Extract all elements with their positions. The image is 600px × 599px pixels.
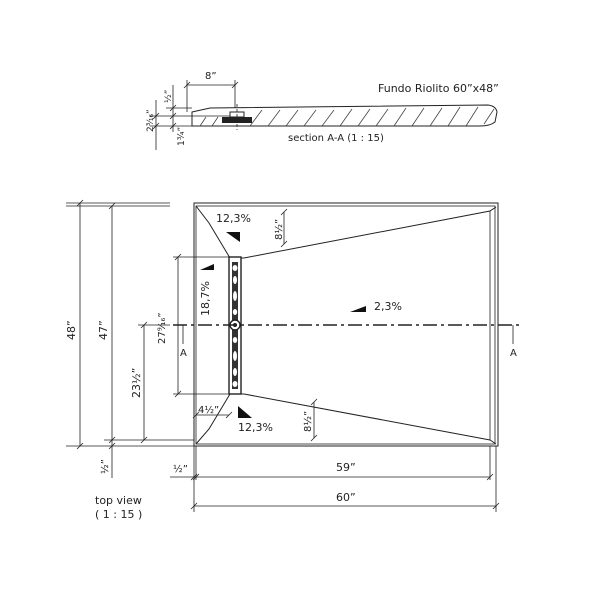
slope-arrow-top (226, 232, 240, 242)
view-label-line1: top view (95, 494, 142, 507)
bottom-wedge (195, 393, 497, 445)
dim-drain-offset: 4½” (198, 404, 219, 416)
dim-height-partial: 23½” (130, 368, 143, 398)
top-view: A A 12,3% 12,3% 2,3% 18,7% 8½” 8½” 4½” (65, 199, 520, 521)
section-dim-left-lower: 1¾” (177, 127, 187, 146)
drain-section-icon (222, 104, 252, 130)
dim-bottom-margin: ½” (99, 459, 111, 474)
slope-side-label: 18,7% (199, 281, 212, 316)
drawing-title: Fundo Riolito 60”x48” (378, 82, 499, 95)
slope-arrow-bottom (238, 406, 252, 418)
section-mark-right: A (510, 348, 517, 359)
dim-width-inner: 59” (336, 461, 356, 474)
dim-left-margin: ½” (173, 463, 188, 475)
dim-width-total: 60” (336, 491, 356, 504)
slope-arrow-side (200, 264, 214, 270)
section-dim-left-mid: 2³⁄₁₆” (146, 109, 156, 132)
section-mark-left: A (180, 348, 187, 359)
dim-drain-length: 27⁹⁄₁₆” (157, 312, 168, 344)
section-dim-top: 8” (205, 71, 217, 82)
dim-height-total: 48” (65, 320, 78, 340)
section-view: 8” (146, 71, 498, 150)
dim-height-inner: 47” (97, 320, 110, 340)
slope-top-label: 12,3% (216, 212, 251, 225)
slope-main-label: 2,3% (374, 300, 402, 313)
dim-bottom-wedge: 8½” (302, 411, 314, 432)
view-label-line2: ( 1 : 15 ) (95, 508, 142, 521)
slope-bottom-label: 12,3% (238, 421, 273, 434)
tray-inner-outline (195, 205, 496, 445)
section-dim-left-upper: ½” (164, 90, 174, 103)
slope-arrow-main (350, 306, 366, 312)
dim-top-wedge: 8½” (273, 219, 285, 240)
section-label: section A-A (1 : 15) (288, 133, 384, 144)
section-hatching (199, 106, 495, 127)
